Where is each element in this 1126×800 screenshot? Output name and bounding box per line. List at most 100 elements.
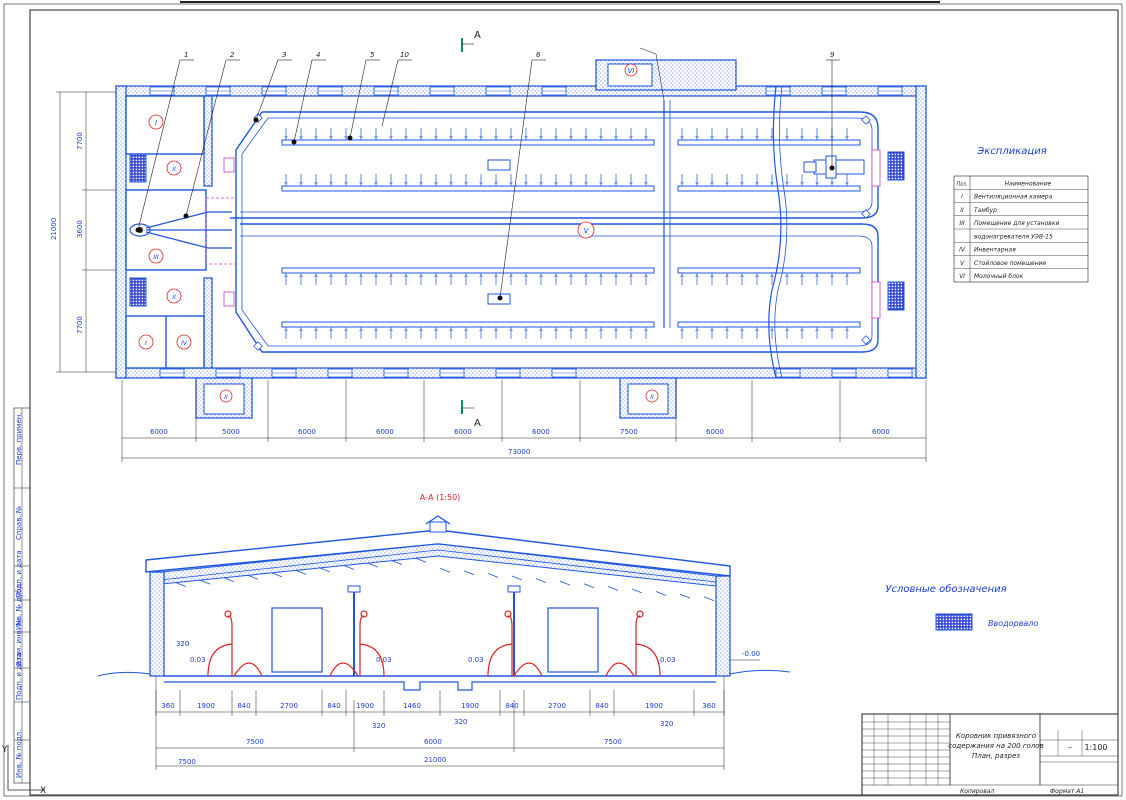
expl-pos: IV <box>959 247 966 254</box>
windows-top <box>149 86 903 96</box>
expl-pos: II <box>960 207 964 214</box>
room-label-tambour-top: II <box>172 166 176 173</box>
legend-item: Вводорвало <box>988 619 1038 628</box>
leader-1: 1 <box>184 51 188 59</box>
section-dim-1: 840 <box>327 702 340 710</box>
leader-4: 4 <box>316 51 320 59</box>
leader-5: 5 <box>370 51 375 59</box>
section-dim-1: 1460 <box>403 702 421 710</box>
ucs-icon: Y X <box>1 745 46 796</box>
section-dim-1: 840 <box>505 702 518 710</box>
dim-left-top: 7700 <box>76 132 84 150</box>
section-dim-1: 840 <box>237 702 250 710</box>
room-label-vent-top: I <box>155 119 157 127</box>
title-block: Коровник привязного содержания на 200 го… <box>861 713 1119 796</box>
level-mark: -0.00 <box>742 650 760 658</box>
expl-pos: I <box>961 194 963 201</box>
vent-grid <box>887 151 905 181</box>
title-line2: содержания на 200 голов <box>948 742 1043 750</box>
expl-name: водонагревателя УЭВ-15 <box>974 233 1053 240</box>
room-label-inventory: IV <box>181 340 188 347</box>
room-label-vent-bot: I <box>145 340 147 347</box>
legend-title: Условные обозначения <box>885 583 1006 595</box>
expl-header: Наименование <box>1005 180 1052 187</box>
cross-section: А-А (1:50) -0.00 320 0.03 0.03 0 <box>97 493 791 770</box>
title-sheet: – <box>1068 743 1072 752</box>
room-label-stall: V <box>584 227 590 235</box>
room-label-tambour-mid: II <box>172 294 176 301</box>
section-dim-1: 1900 <box>356 702 374 710</box>
section-dim-2: 7500 <box>246 738 264 746</box>
strip-label: Подп. и дата <box>15 550 23 598</box>
title-format: Формат А1 <box>1050 788 1084 795</box>
section-dim-1: 1900 <box>461 702 479 710</box>
dim-left-total: 21000 <box>50 218 58 240</box>
left-strip: Перв. примен. Справ. № Подп. и дата Инв.… <box>13 407 31 784</box>
feeder-row <box>281 321 655 328</box>
explication-title: Экспликация <box>976 146 1046 157</box>
stall-rows <box>253 113 871 351</box>
section-dim-1: 2700 <box>280 702 298 710</box>
strip-label: Инв. № дубл. <box>15 582 23 630</box>
section-dim-sub: 320 <box>660 720 673 728</box>
wall-inner-left-bot <box>203 277 213 369</box>
dim-bottom: 6000 <box>454 428 472 436</box>
expl-name: Инвентарная <box>974 247 1016 254</box>
section-dim-2: 7500 <box>604 738 622 746</box>
section-dim-1: 1900 <box>197 702 215 710</box>
dim-bottom: 5000 <box>222 428 240 436</box>
section-mark-top: A <box>461 30 481 52</box>
svg-text:Y: Y <box>1 745 8 755</box>
section-dim-1: 840 <box>595 702 608 710</box>
expl-name: Помещение для установки <box>974 220 1059 227</box>
strip-label: Подп. и дата <box>15 652 23 700</box>
section-dim-1: 1900 <box>645 702 663 710</box>
inner-frame <box>29 9 1119 796</box>
left-dimensions <box>56 91 116 373</box>
strip-label: Инв. № подл. <box>15 730 23 778</box>
dim-bottom: 6000 <box>532 428 550 436</box>
feeder-row <box>677 267 861 274</box>
floor-plan: VI II II I II III II I IV <box>50 30 927 462</box>
section-dim-2: 6000 <box>424 738 442 746</box>
section-dim-1: 360 <box>702 702 715 710</box>
wall-right <box>915 85 927 379</box>
room-label-tambour-bot1: II <box>224 394 228 401</box>
dim-left-bot: 7700 <box>76 316 84 334</box>
expl-name: Тамбур <box>974 207 997 214</box>
section-label: 320 <box>176 640 189 648</box>
title-line3: План, разрез <box>972 752 1020 760</box>
section-dim-1: 2700 <box>548 702 566 710</box>
section-label: 0.03 <box>190 656 206 664</box>
manure-channel <box>230 111 879 353</box>
dim-bottom: 6000 <box>376 428 394 436</box>
bottom-dimensions <box>121 380 927 462</box>
section-dim-sub: 320 <box>372 722 385 730</box>
leader-2: 2 <box>230 51 235 59</box>
vent-grid <box>129 153 147 183</box>
wall-top <box>115 85 927 97</box>
windows-bottom <box>159 368 913 378</box>
section-dim-1: 360 <box>161 702 174 710</box>
svg-text:X: X <box>40 786 46 796</box>
title-line1: Коровник привязного <box>956 732 1036 740</box>
dim-bottom: 6000 <box>150 428 168 436</box>
section-label: 0.03 <box>660 656 676 664</box>
feeder-row <box>677 185 861 192</box>
dim-bottom: 6000 <box>872 428 890 436</box>
section-mark-top-label: A <box>474 30 481 41</box>
room-label-III: III <box>153 254 159 261</box>
section-dim-sub: 320 <box>454 718 467 726</box>
strip-label: Взам. инв. № <box>15 618 23 666</box>
expl-name: Стойловое помещение <box>974 260 1047 267</box>
legend: Условные обозначения Вводорвало <box>885 583 1038 631</box>
expl-pos: VI <box>959 273 965 280</box>
leader-10: 10 <box>400 51 409 59</box>
dim-bottom-total: 73000 <box>508 448 530 456</box>
expl-name: Молочный блок <box>974 273 1024 280</box>
dim-bottom: 6000 <box>706 428 724 436</box>
vent-grid <box>129 277 147 307</box>
room-label-milk: VI <box>628 67 635 75</box>
dim-bottom: 6000 <box>298 428 316 436</box>
title-copied: Копировал <box>960 788 994 795</box>
